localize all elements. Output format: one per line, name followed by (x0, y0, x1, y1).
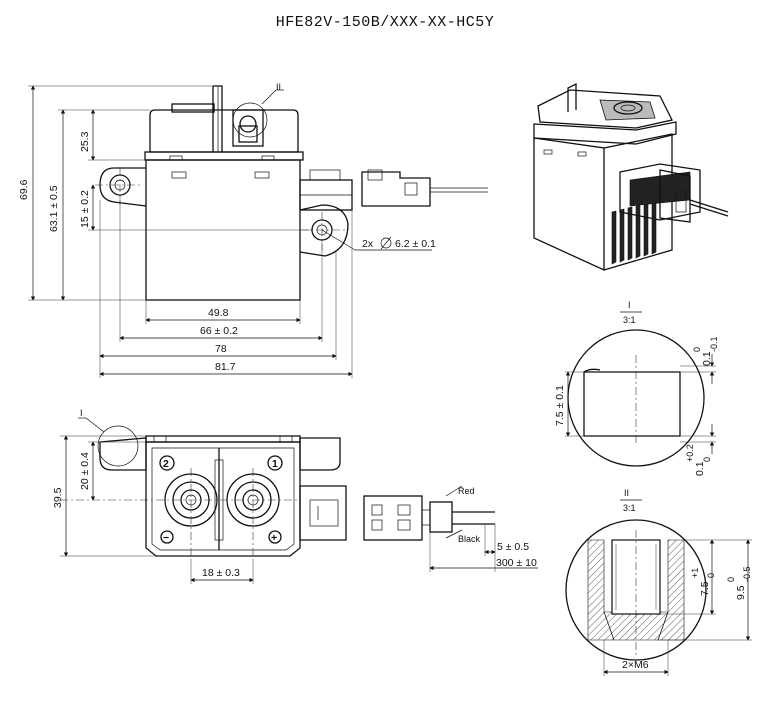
dim-terminal-pitch: 18 ± 0.3 (202, 567, 240, 579)
dim-detail1-bot: 0.1 (694, 461, 706, 476)
terminal-2-label: 2 (163, 458, 169, 470)
dim-detail2-total: 9.5 (735, 585, 747, 600)
dim-detail1-bot-sub: 0 (702, 457, 712, 462)
dim-detail1-top: 0.1 (701, 351, 713, 366)
detail-I-scale: 3:1 (623, 315, 636, 325)
dim-bottom-height: 39.5 (52, 487, 64, 508)
bottom-view: I 2 1 − + (60, 408, 347, 560)
minus-label: − (163, 532, 169, 544)
dim-detail1-bot-sup: +0.2 (685, 444, 695, 462)
isometric-view (533, 82, 729, 272)
dim-width-78: 78 (215, 343, 227, 355)
dim-detail2-depth-sup: +1 (690, 568, 700, 578)
callout-I-bottom: I (80, 408, 83, 418)
connector-plug: Red Black 5 ± 0.5 300 ± 10 (363, 485, 538, 572)
detail-II: II 3:1 7.5 +1 0 9.5 0 -0.5 2×M6 (565, 488, 752, 676)
terminal-1-label: 1 (272, 458, 278, 470)
detail-I-label: I (628, 300, 631, 310)
front-vertical-dims: 69.6 63.1 ± 0.5 25.3 15 ± 0.2 (18, 85, 312, 301)
hole-diameter: 6.2 ± 0.1 (395, 238, 436, 250)
hole-callout: 2x 6.2 ± 0.1 (321, 229, 436, 251)
dim-detail2-depth-sub: 0 (706, 573, 716, 578)
dim-lead-strip: 5 ± 0.5 (497, 541, 529, 553)
dim-height-top: 25.3 (79, 131, 91, 152)
dim-width-total: 81.7 (215, 361, 236, 373)
dim-lead-length: 300 ± 10 (496, 557, 537, 569)
front-horizontal-dims: 49.8 66 ± 0.2 78 81.7 (99, 195, 353, 378)
drawing-title: HFE82V-150B/XXX-XX-HC5Y (275, 14, 495, 31)
front-view: II (95, 82, 488, 301)
dim-height-hole: 15 ± 0.2 (79, 190, 91, 228)
dim-height-mount: 63.1 ± 0.5 (48, 185, 60, 232)
dim-width-body: 49.8 (208, 307, 229, 319)
dim-detail1-top-sup: 0 (692, 347, 702, 352)
dim-bottom-center: 20 ± 0.4 (79, 452, 91, 490)
dim-width-holes: 66 ± 0.2 (200, 325, 238, 337)
wire-red-label: Red (458, 486, 475, 496)
callout-II-front: II (276, 82, 281, 92)
wire-black-label: Black (458, 534, 481, 544)
detail-I: I 3:1 7.5 ± 0.1 0.1 0 -0.1 0.1 +0.2 0 (554, 300, 719, 476)
dim-thread: 2×M6 (622, 659, 649, 671)
dim-height-total: 69.6 (18, 179, 30, 200)
dim-detail2-total-sub: -0.5 (742, 566, 752, 582)
detail-II-scale: 3:1 (623, 503, 636, 513)
dim-detail2-total-sup: 0 (726, 577, 736, 582)
detail-II-label: II (624, 488, 629, 498)
dim-detail1-top-sub: -0.1 (709, 336, 719, 352)
dim-detail2-depth: 7.5 (699, 581, 711, 596)
plus-label: + (271, 532, 277, 544)
dim-detail1-h: 7.5 ± 0.1 (554, 385, 566, 426)
hole-count: 2x (362, 238, 374, 250)
bottom-dims: 39.5 20 ± 0.4 18 ± 0.3 (52, 435, 254, 584)
